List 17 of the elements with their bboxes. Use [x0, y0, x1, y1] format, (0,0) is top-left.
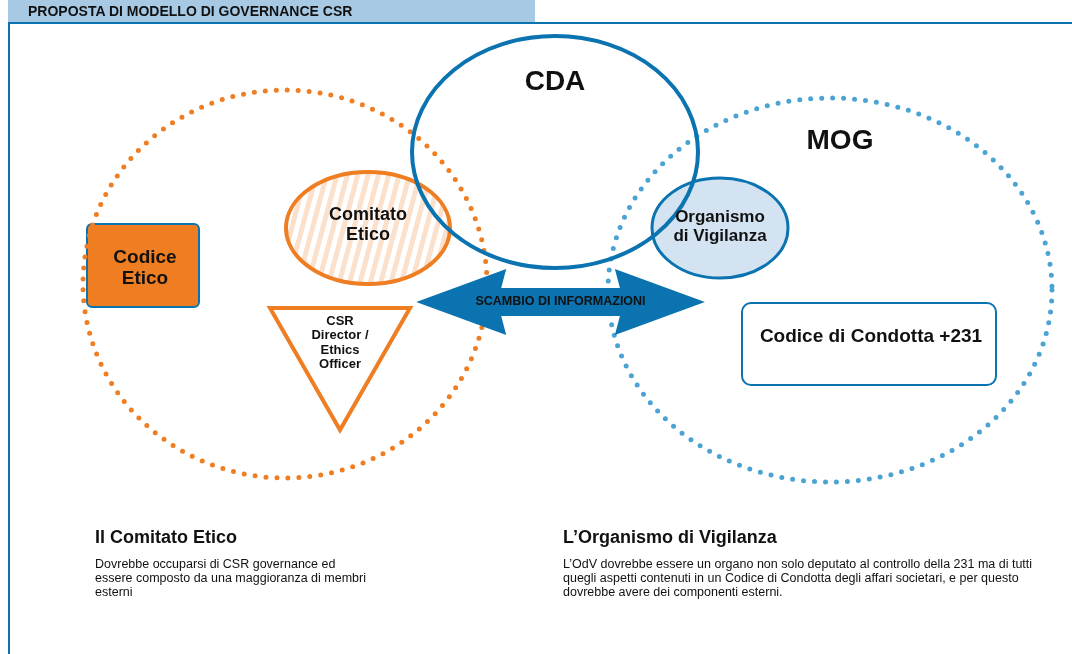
paragraph: L’OdV dovrebbe essere un organo non solo deputato al controllo della 231 ma di tutti quegli aspetti contenuti in un Codice di Condotta degli affari societari, e per questo dovrebbe avere dei componenti esterni. [563, 558, 1033, 600]
section-heading: L’Organismo di Vigilanza [563, 528, 778, 548]
node-label: CSR Director / Ethics Officer [310, 314, 370, 372]
node-label: Organismo di Vigilanza [672, 208, 768, 246]
rounded-box [741, 302, 997, 386]
edge-label: SCAMBIO DI INFORMAZIONI [474, 294, 647, 309]
node-label: Codice Etico [112, 247, 178, 289]
paragraph: Dovrebbe occuparsi di CSR governance ed essere composto da una maggioranza di membri esterni [95, 558, 367, 600]
node-label: Comitato Etico [328, 205, 408, 245]
section-heading: Il Comitato Etico [95, 528, 238, 548]
node-label: MOG [805, 125, 875, 156]
double-arrow [416, 269, 705, 335]
triangle-shape [268, 306, 412, 432]
filled-box [86, 223, 200, 308]
node-label: CDA [523, 66, 587, 97]
node-label: Codice di Condotta +231 [758, 326, 984, 347]
title-banner: PROPOSTA DI MODELLO DI GOVERNANCE CSR [8, 0, 535, 22]
